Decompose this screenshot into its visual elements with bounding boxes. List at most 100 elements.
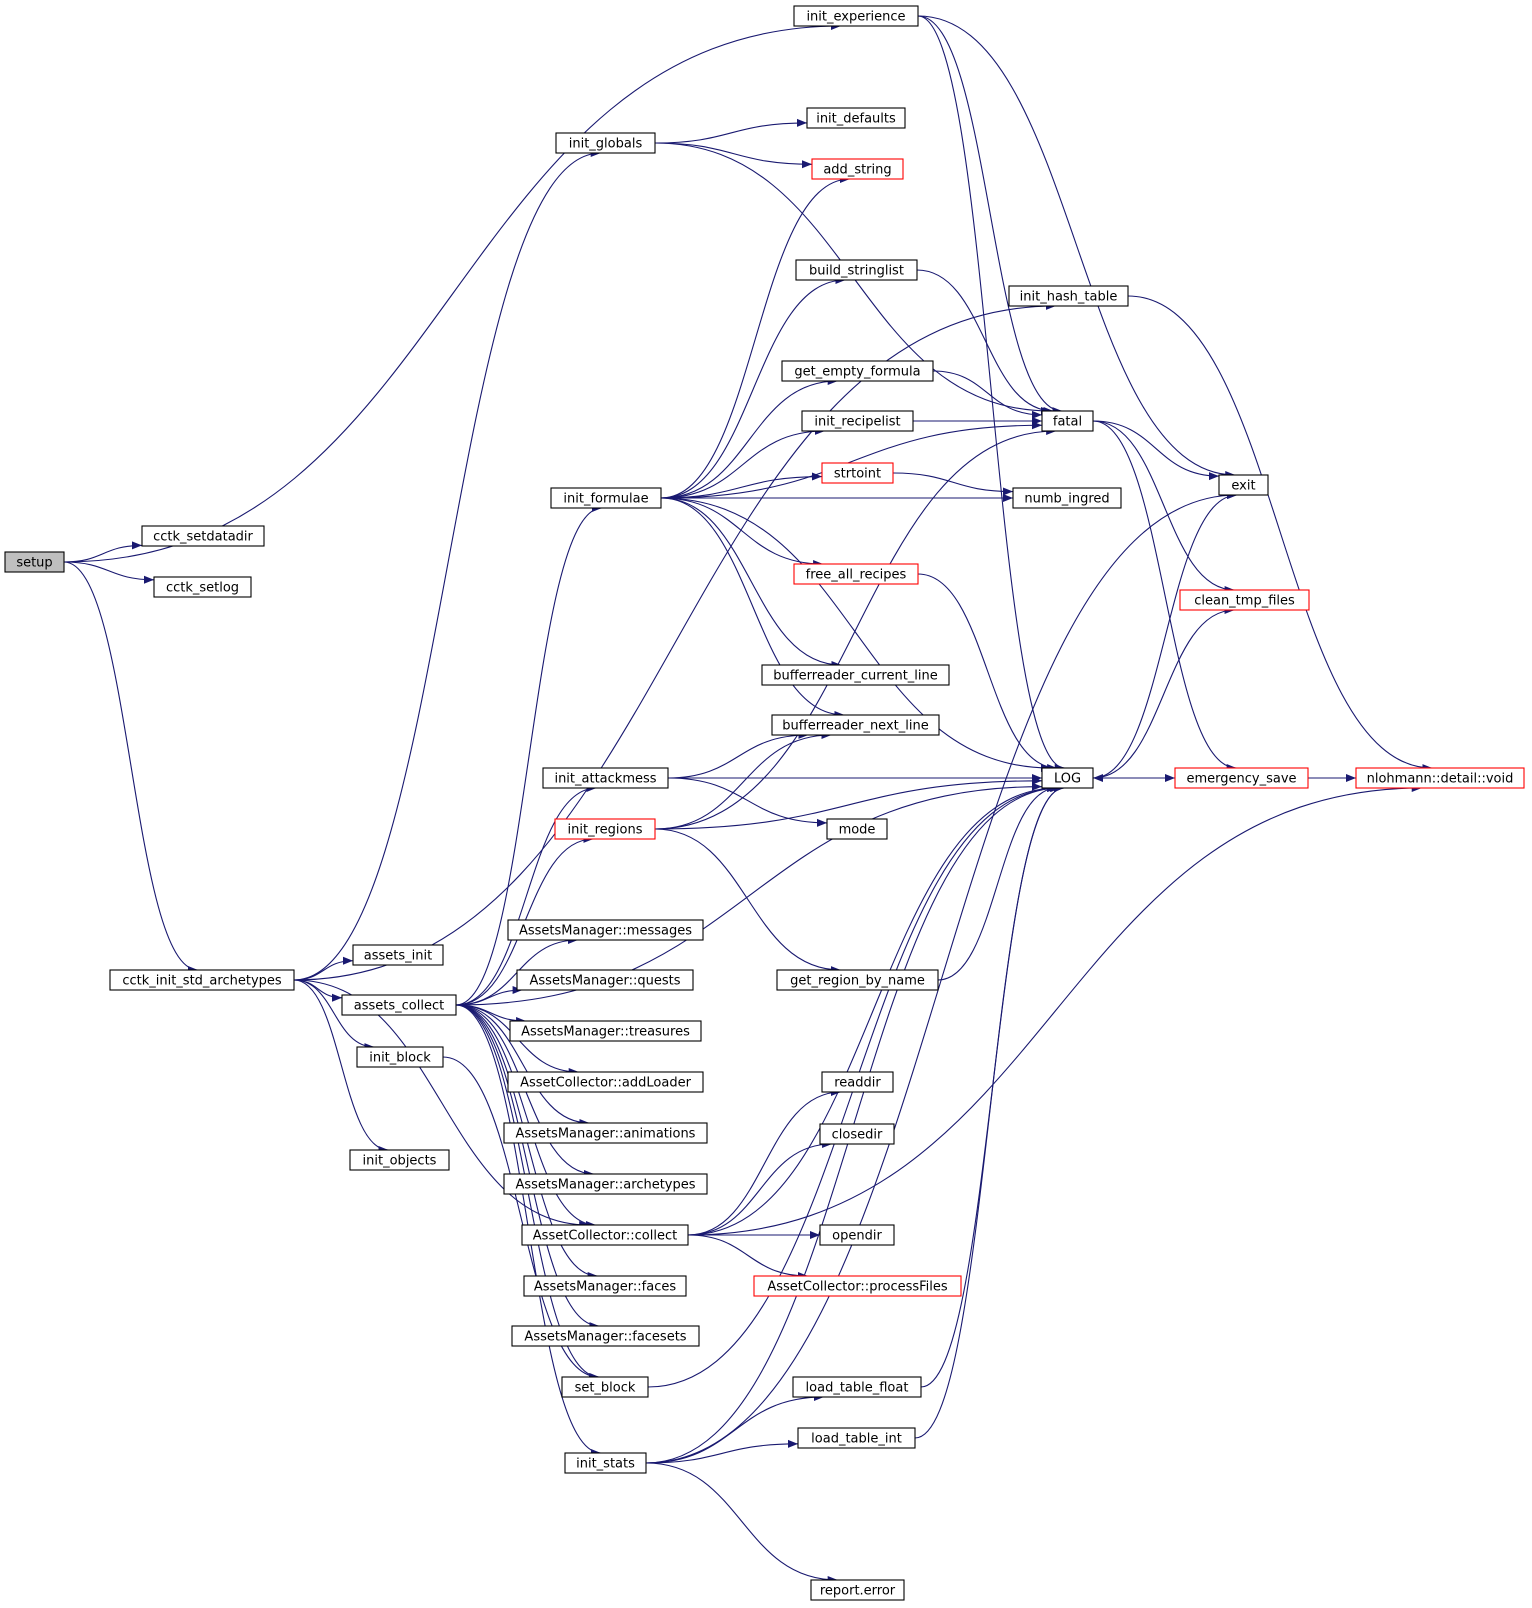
edge-cctk_init_std_archetypes-to-init_hash_table <box>293 302 1056 981</box>
node-cctk_init_std_archetypes[interactable]: cctk_init_std_archetypes <box>109 969 295 991</box>
node-label: AssetCollector::collect <box>533 1229 677 1244</box>
node-box <box>341 994 457 1016</box>
node-am_archetypes[interactable]: AssetsManager::archetypes <box>503 1173 708 1195</box>
node-LOG[interactable]: LOG <box>1041 767 1094 789</box>
node-get_empty_formula[interactable]: get_empty_formula <box>781 360 934 382</box>
node-init_experience[interactable]: init_experience <box>793 5 919 27</box>
node-closedir[interactable]: closedir <box>819 1123 895 1145</box>
node-build_stringlist[interactable]: build_stringlist <box>795 259 918 281</box>
edge-fatal-to-clean_tmp_files <box>1092 420 1235 594</box>
edge-setup-to-cctk_init_std_archetypes <box>63 561 198 974</box>
edge-init_experience-to-exit <box>917 15 1236 479</box>
node-assets_collect[interactable]: assets_collect <box>341 994 457 1016</box>
node-report_error[interactable]: report.error <box>810 1579 905 1601</box>
node-label: AssetCollector::processFiles <box>767 1280 948 1295</box>
node-load_table_float[interactable]: load_table_float <box>792 1376 922 1398</box>
node-am_facesets[interactable]: AssetsManager::facesets <box>511 1325 700 1347</box>
node-label: LOG <box>1054 772 1081 787</box>
node-get_region_by_name[interactable]: get_region_by_name <box>776 969 939 991</box>
node-box <box>521 1224 689 1246</box>
edge-setup-to-cctk_setdatadir <box>63 541 143 563</box>
node-set_block[interactable]: set_block <box>561 1376 649 1398</box>
edge-init_experience-to-fatal <box>917 15 1063 415</box>
node-load_table_int[interactable]: load_table_int <box>797 1427 916 1449</box>
edge-init_attackmess-to-bufferreader_next_line <box>667 731 809 779</box>
edge-assets_collect-to-init_formulae <box>455 504 602 1006</box>
node-exit[interactable]: exit <box>1218 474 1269 496</box>
node-init_block[interactable]: init_block <box>356 1046 444 1068</box>
node-numb_ingred[interactable]: numb_ingred <box>1012 487 1122 509</box>
edge-get_region_by_name-to-LOG <box>937 784 1058 981</box>
node-bufferreader_next_line[interactable]: bufferreader_next_line <box>771 714 940 736</box>
node-am_quests[interactable]: AssetsManager::quests <box>516 969 694 991</box>
node-init_objects[interactable]: init_objects <box>349 1149 450 1171</box>
node-box <box>1041 767 1094 789</box>
node-box <box>771 714 940 736</box>
node-init_regions[interactable]: init_regions <box>554 818 656 840</box>
node-box <box>806 107 906 129</box>
node-box <box>821 1071 894 1093</box>
node-mode[interactable]: mode <box>826 818 888 840</box>
node-init_attackmess[interactable]: init_attackmess <box>542 767 669 789</box>
node-ac_processFiles[interactable]: AssetCollector::processFiles <box>753 1275 962 1297</box>
edge-init_block-to-set_block <box>442 1056 599 1381</box>
node-add_string[interactable]: add_string <box>811 158 904 180</box>
edge-init_attackmess-to-mode <box>667 777 828 827</box>
node-label: get_empty_formula <box>794 365 920 380</box>
node-label: fatal <box>1053 415 1082 430</box>
node-clean_tmp_files[interactable]: clean_tmp_files <box>1179 589 1310 611</box>
node-bufferreader_current_line[interactable]: bufferreader_current_line <box>761 664 950 686</box>
node-box <box>511 1325 700 1347</box>
node-am_messages[interactable]: AssetsManager::messages <box>507 919 704 941</box>
edge-init_formulae-to-fatal <box>660 421 1043 499</box>
edge-assets_collect-to-am_animations <box>455 1004 590 1127</box>
node-box <box>523 1275 687 1297</box>
node-init_globals[interactable]: init_globals <box>555 132 656 154</box>
node-cctk_setdatadir[interactable]: cctk_setdatadir <box>141 525 265 547</box>
node-init_defaults[interactable]: init_defaults <box>806 107 906 129</box>
node-fatal[interactable]: fatal <box>1041 410 1094 432</box>
node-nlohmann_void[interactable]: nlohmann::detail::void <box>1355 767 1525 789</box>
node-box <box>819 1224 895 1246</box>
node-ac_addLoader[interactable]: AssetCollector::addLoader <box>507 1071 704 1093</box>
node-am_faces[interactable]: AssetsManager::faces <box>523 1275 687 1297</box>
node-box <box>516 969 694 991</box>
edge-init_formulae-to-free_all_recipes <box>660 497 824 568</box>
node-label: closedir <box>832 1128 883 1143</box>
node-init_recipelist[interactable]: init_recipelist <box>801 410 914 432</box>
node-box <box>792 1376 922 1398</box>
node-box <box>542 767 669 789</box>
node-label: emergency_save <box>1186 772 1296 787</box>
node-label: init_experience <box>806 10 905 25</box>
node-label: init_globals <box>569 137 643 152</box>
node-strtoint[interactable]: strtoint <box>821 462 894 484</box>
edge-init_stats-to-load_table_int <box>645 1439 799 1464</box>
node-box <box>776 969 939 991</box>
node-label: init_hash_table <box>1020 290 1118 305</box>
node-box <box>1218 474 1269 496</box>
node-label: load_table_int <box>811 1432 902 1447</box>
edge-init_stats-to-report_error <box>645 1462 838 1584</box>
node-init_hash_table[interactable]: init_hash_table <box>1008 285 1129 307</box>
node-opendir[interactable]: opendir <box>819 1224 895 1246</box>
node-setup[interactable]: setup <box>4 551 65 573</box>
node-readdir[interactable]: readdir <box>821 1071 894 1093</box>
node-free_all_recipes[interactable]: free_all_recipes <box>793 563 919 585</box>
node-label: init_recipelist <box>814 415 900 430</box>
node-init_stats[interactable]: init_stats <box>564 1452 647 1474</box>
edges-layer <box>63 15 1433 1584</box>
node-ac_collect[interactable]: AssetCollector::collect <box>521 1224 689 1246</box>
node-label: bufferreader_current_line <box>773 669 938 684</box>
node-am_treasures[interactable]: AssetsManager::treasures <box>509 1020 702 1042</box>
node-am_animations[interactable]: AssetsManager::animations <box>503 1122 708 1144</box>
node-emergency_save[interactable]: emergency_save <box>1174 767 1309 789</box>
node-label: init_objects <box>363 1154 437 1169</box>
node-assets_init[interactable]: assets_init <box>352 944 444 966</box>
edge-assets_collect-to-am_quests <box>455 986 523 1006</box>
node-box <box>109 969 295 991</box>
node-cctk_setlog[interactable]: cctk_setlog <box>153 576 252 598</box>
edge-init_hash_table-to-nlohmann_void <box>1127 295 1433 772</box>
node-box <box>349 1149 450 1171</box>
node-init_formulae[interactable]: init_formulae <box>550 487 662 509</box>
